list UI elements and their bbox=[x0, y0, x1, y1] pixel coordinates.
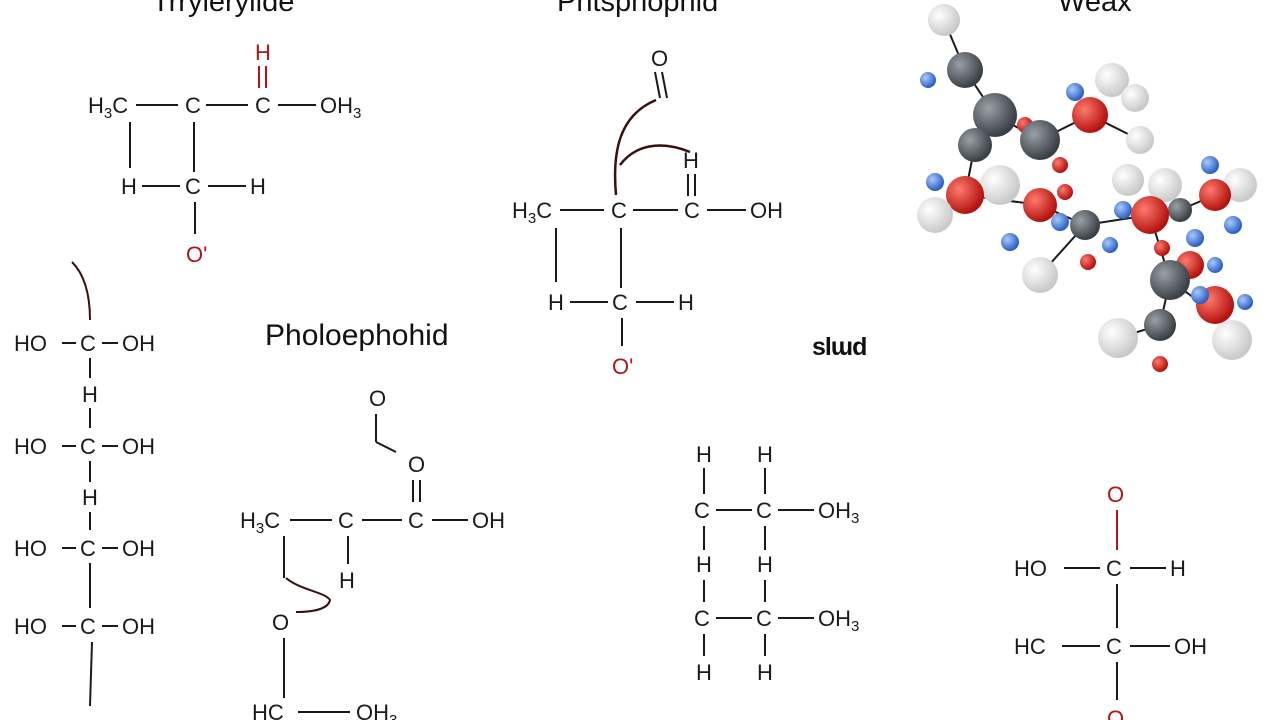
atom-c: C bbox=[611, 198, 627, 223]
structure-bottom-center: H H C C OH3 H H C C OH3 H H bbox=[694, 442, 859, 685]
atom-h: H bbox=[82, 485, 98, 510]
atom-oh3: OH3 bbox=[356, 700, 397, 720]
atom-h: H bbox=[82, 382, 98, 407]
atom-c: C bbox=[1106, 556, 1122, 581]
atom-h: H bbox=[121, 174, 137, 199]
atom-h: H bbox=[548, 290, 564, 315]
atom-c: C bbox=[80, 536, 96, 561]
atom-oh: OH bbox=[1174, 634, 1207, 659]
atom-hc: HC bbox=[1014, 634, 1046, 659]
atom-o: O bbox=[651, 46, 668, 71]
atom-oh: OH bbox=[122, 434, 155, 459]
title-middle: Pholoephohid bbox=[265, 319, 449, 352]
atom-h3c: H3C bbox=[512, 198, 552, 227]
atom-h: H bbox=[696, 660, 712, 685]
atom-c: C bbox=[684, 198, 700, 223]
atom-oh3: OH3 bbox=[818, 606, 859, 635]
atom-c: C bbox=[255, 93, 271, 118]
atom-oh3: OH3 bbox=[320, 93, 361, 122]
atom-ho: HO bbox=[14, 434, 47, 459]
atom-h: H bbox=[683, 148, 699, 173]
atom-oh3: OH3 bbox=[818, 498, 859, 527]
atom-o: O bbox=[272, 610, 289, 635]
atom-o: O bbox=[408, 452, 425, 477]
atom-h3c: H3C bbox=[88, 93, 128, 122]
atom-ho: HO bbox=[14, 331, 47, 356]
atom-c: C bbox=[1106, 634, 1122, 659]
atom-c: C bbox=[694, 606, 710, 631]
atom-o-prime: O' bbox=[186, 242, 207, 267]
atom-h: H bbox=[255, 40, 271, 65]
atom-c: C bbox=[338, 508, 354, 533]
atom-c: C bbox=[756, 498, 772, 523]
title-top-right: Weax bbox=[1058, 0, 1132, 18]
atom-h3c: H3C bbox=[240, 508, 280, 537]
atom-c: C bbox=[80, 614, 96, 639]
structure-left-chain: HO C OH H HO C OH H HO C OH HO C OH bbox=[14, 261, 155, 707]
side-label: slɯd bbox=[812, 333, 867, 361]
atom-h: H bbox=[250, 174, 266, 199]
atom-c: C bbox=[408, 508, 424, 533]
structure-top-left: H H3C C C OH3 H C H O' bbox=[88, 40, 361, 267]
atom-oh: OH bbox=[472, 508, 505, 533]
structure-bottom-right: O HO C H HC C OH O bbox=[1014, 482, 1207, 720]
atom-h: H bbox=[757, 552, 773, 577]
title-top-left: Trrylerylide bbox=[152, 0, 295, 18]
atom-oh: OH bbox=[750, 198, 783, 223]
atom-oh: OH bbox=[122, 536, 155, 561]
atom-ho: HO bbox=[14, 614, 47, 639]
atom-ho: HO bbox=[1014, 556, 1047, 581]
atom-c: C bbox=[185, 174, 201, 199]
atom-o-prime: O' bbox=[612, 354, 633, 379]
atom-c: C bbox=[185, 93, 201, 118]
atom-h: H bbox=[678, 290, 694, 315]
atom-c: C bbox=[80, 434, 96, 459]
atom-oh: OH bbox=[122, 614, 155, 639]
atom-hc: HC bbox=[252, 700, 284, 720]
atom-h: H bbox=[757, 660, 773, 685]
atom-h: H bbox=[757, 442, 773, 467]
atom-h: H bbox=[696, 442, 712, 467]
atom-c: C bbox=[612, 290, 628, 315]
atom-h: H bbox=[1170, 556, 1186, 581]
atom-h: H bbox=[339, 568, 355, 593]
atom-h: H bbox=[696, 552, 712, 577]
atom-o: O bbox=[369, 386, 386, 411]
title-top-center: Phtsphophid bbox=[557, 0, 719, 18]
atom-o: O bbox=[1107, 482, 1124, 507]
atom-c: C bbox=[756, 606, 772, 631]
atom-ho: HO bbox=[14, 536, 47, 561]
structure-middle: O O H3C C C OH H O HC OH3 bbox=[240, 386, 505, 720]
structure-top-center: O H H3C C C OH H C H O' bbox=[512, 46, 783, 379]
atom-c: C bbox=[80, 331, 96, 356]
atom-c: C bbox=[694, 498, 710, 523]
molecule-3d-model bbox=[917, 4, 1257, 372]
atom-oh: OH bbox=[122, 331, 155, 356]
atom-o: O bbox=[1107, 706, 1124, 720]
